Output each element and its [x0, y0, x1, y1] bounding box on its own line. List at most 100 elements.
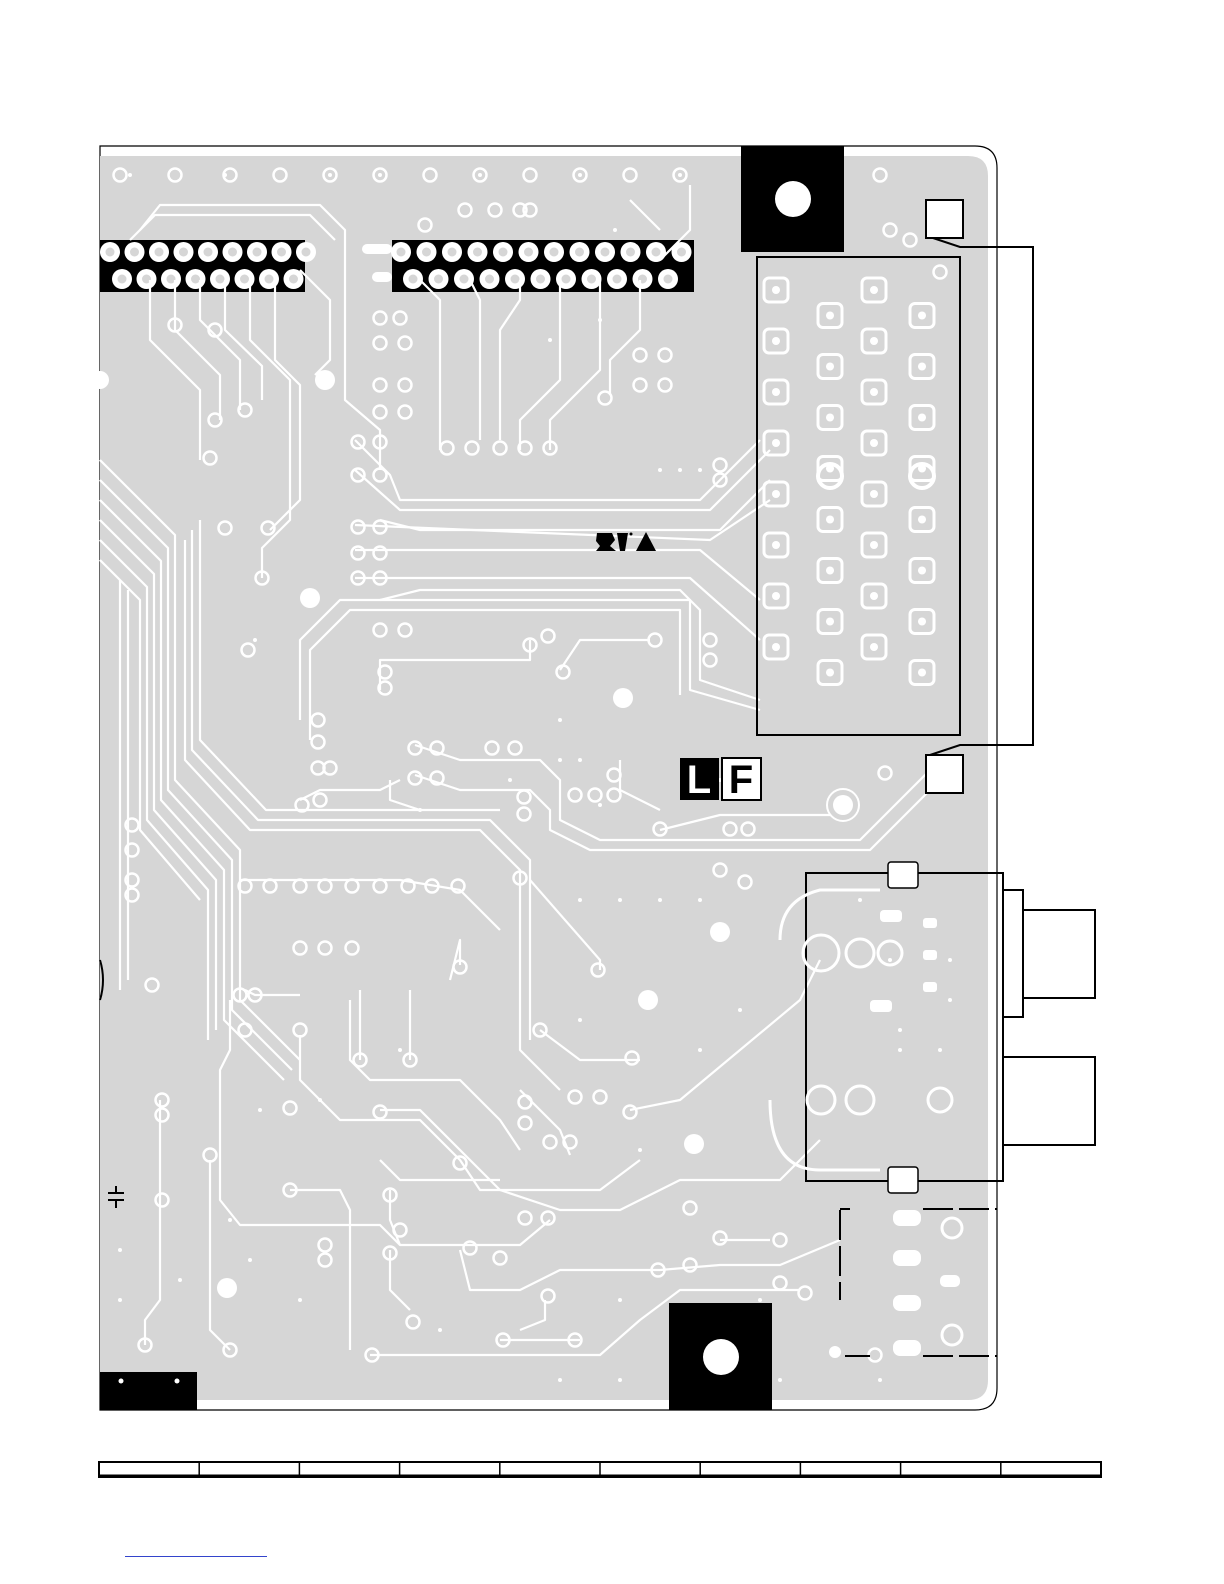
connector-pad-hole [918, 516, 926, 524]
via-small [938, 1048, 942, 1052]
connector-tab-top [926, 200, 963, 238]
header-pad-hole [485, 275, 494, 284]
via-small [758, 1298, 762, 1302]
header-pad-hole [550, 248, 559, 257]
header-connector-left [100, 240, 316, 292]
via-small [678, 468, 682, 472]
via-small [598, 318, 602, 322]
connector-pad-hole [870, 337, 878, 345]
via-small [698, 898, 702, 902]
connector-pad-hole [918, 363, 926, 371]
header-pad-hole [677, 248, 686, 257]
header-pad-hole [575, 248, 584, 257]
header-pad-hole [253, 248, 262, 257]
connector-pad-hole [870, 592, 878, 600]
header-pad-hole [302, 248, 311, 257]
connector-pad-hole [826, 669, 834, 677]
via-small [578, 173, 582, 177]
via-small [398, 1048, 402, 1052]
via-small [638, 1148, 642, 1152]
connector-pad-hole [870, 388, 878, 396]
header-pad-hole [652, 248, 661, 257]
header-pad-hole [409, 275, 418, 284]
via-small [118, 1248, 122, 1252]
via [119, 1379, 124, 1384]
via-small [698, 468, 702, 472]
connector-pad-hole [772, 286, 780, 294]
header-pad-hole [397, 248, 406, 257]
header-pad-hole [191, 275, 200, 284]
connector-pad-hole [870, 286, 878, 294]
header-right-key [372, 272, 392, 282]
via-small [378, 173, 382, 177]
via-small [558, 1378, 562, 1382]
connector-pad-hole [772, 592, 780, 600]
via-small [618, 1378, 622, 1382]
connector-pad-hole [918, 567, 926, 575]
via-small [578, 898, 582, 902]
connector-pad-hole [826, 516, 834, 524]
via-small [328, 173, 332, 177]
via-small [888, 958, 892, 962]
via-small [318, 1098, 322, 1102]
via-small [253, 638, 257, 642]
header-pad-hole [216, 275, 225, 284]
via-small [658, 898, 662, 902]
via-small [548, 338, 552, 342]
via-small [223, 173, 227, 177]
via-small [298, 1298, 302, 1302]
via-small [898, 1028, 902, 1032]
via-small [618, 898, 622, 902]
connector-pad-hole [870, 541, 878, 549]
connector-pad-hole [918, 414, 926, 422]
rca-jack-lower-barrel [1003, 1057, 1095, 1145]
footer-rule-link[interactable] [125, 1556, 267, 1557]
marking-letter-l: L [687, 758, 711, 802]
header-pad-hole [460, 275, 469, 284]
via-small [128, 173, 132, 177]
connector-pad-hole [826, 363, 834, 371]
rca-jack-tab-bottom [888, 1167, 918, 1193]
connector-pad-hole [772, 388, 780, 396]
header-pad-hole [179, 248, 188, 257]
via-small [228, 1218, 232, 1222]
marking-letter-f: F [729, 758, 753, 802]
corner-block-bottom-left [100, 1372, 197, 1410]
via-small [598, 803, 602, 807]
via-small [878, 1378, 882, 1382]
connector-pad-hole [826, 414, 834, 422]
via-small [578, 1018, 582, 1022]
header-pad-hole [434, 275, 443, 284]
via-small [508, 778, 512, 782]
header-pad-hole [106, 248, 115, 257]
via-small [738, 1008, 742, 1012]
connector-tab-bottom [926, 755, 963, 793]
header-pad-hole [601, 248, 610, 257]
via-small [613, 228, 617, 232]
connector-pad-hole [772, 643, 780, 651]
via-small [658, 468, 662, 472]
connector-pad-hole [870, 490, 878, 498]
header-pad-hole [664, 275, 673, 284]
via-small [678, 173, 682, 177]
connector-pad-hole [826, 618, 834, 626]
via-small [558, 758, 562, 762]
via-small [898, 1048, 902, 1052]
via [175, 1379, 180, 1384]
rca-jack-tab-top [888, 862, 918, 888]
via-small [778, 1378, 782, 1382]
connector-pad-hole [772, 490, 780, 498]
header-pad-hole [228, 248, 237, 257]
header-pad-hole [118, 275, 127, 284]
via-small [248, 1258, 252, 1262]
rca-jack-upper-plug [1003, 890, 1023, 1017]
connector-pad-hole [826, 312, 834, 320]
mounting-hole-top [775, 181, 811, 217]
connector-pad-hole [772, 439, 780, 447]
header-pad-hole [240, 275, 249, 284]
header-pad-hole [626, 248, 635, 257]
via-small [118, 1298, 122, 1302]
via-small [418, 808, 422, 812]
header-pad-hole [422, 248, 431, 257]
